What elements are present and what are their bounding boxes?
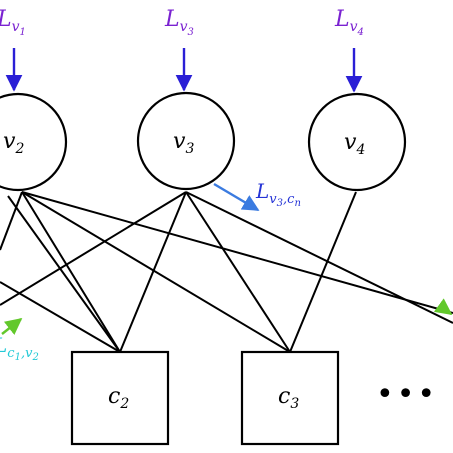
input-label-v1: Lv1 bbox=[0, 7, 26, 38]
edge-v2-c3 bbox=[21, 191, 291, 353]
variable-nodes: v2 v3 v4 bbox=[0, 91, 407, 192]
edges bbox=[0, 191, 453, 353]
check-node-label: c3 bbox=[278, 384, 299, 412]
message-arrow-right bbox=[433, 298, 453, 315]
variable-node-v3: v3 bbox=[136, 91, 236, 191]
check-node-label: c2 bbox=[108, 384, 129, 412]
message-label-v3-cn: Lv3,cn bbox=[255, 179, 301, 209]
edge-v3-c2 bbox=[119, 191, 187, 353]
edge-v3-cn bbox=[185, 191, 453, 324]
edge-v3-c3 bbox=[185, 191, 291, 353]
input-arrows bbox=[5, 48, 363, 93]
input-label-v4: Lv4 bbox=[334, 7, 364, 38]
edge-v2-cn bbox=[21, 191, 453, 314]
edge-v2-left bbox=[0, 191, 23, 251]
message-variable-to-check: Lv3,cn bbox=[213, 179, 301, 212]
edge-c1-right-c2 bbox=[0, 281, 121, 353]
check-node-c3: c3 bbox=[240, 350, 340, 446]
edge-v3-c1 bbox=[0, 191, 187, 306]
check-node-c2: c2 bbox=[70, 350, 170, 446]
message-check-to-variable: Lc1,v2 bbox=[0, 298, 453, 363]
input-labels: Lv1 Lv3 Lv4 bbox=[0, 7, 364, 38]
edge-v4-c3 bbox=[289, 191, 357, 353]
message-arrow-v3-cn bbox=[213, 182, 260, 212]
message-arrow-c1-v2 bbox=[1, 317, 23, 335]
variable-node-v4: v4 bbox=[307, 92, 407, 192]
variable-node-label: v2 bbox=[3, 129, 24, 157]
input-label-v3: Lv3 bbox=[164, 7, 194, 38]
variable-node-label: v4 bbox=[344, 130, 365, 158]
message-label-c1-v2: Lc1,v2 bbox=[0, 333, 39, 363]
edge-v2-c2 bbox=[21, 191, 121, 353]
variable-node-label: v3 bbox=[173, 129, 194, 157]
check-nodes: c2 c3 bbox=[70, 350, 340, 446]
ellipsis: ••• bbox=[376, 377, 438, 412]
variable-node-v2: v2 bbox=[0, 92, 68, 192]
edge-v1-right-c2 bbox=[7, 195, 121, 353]
